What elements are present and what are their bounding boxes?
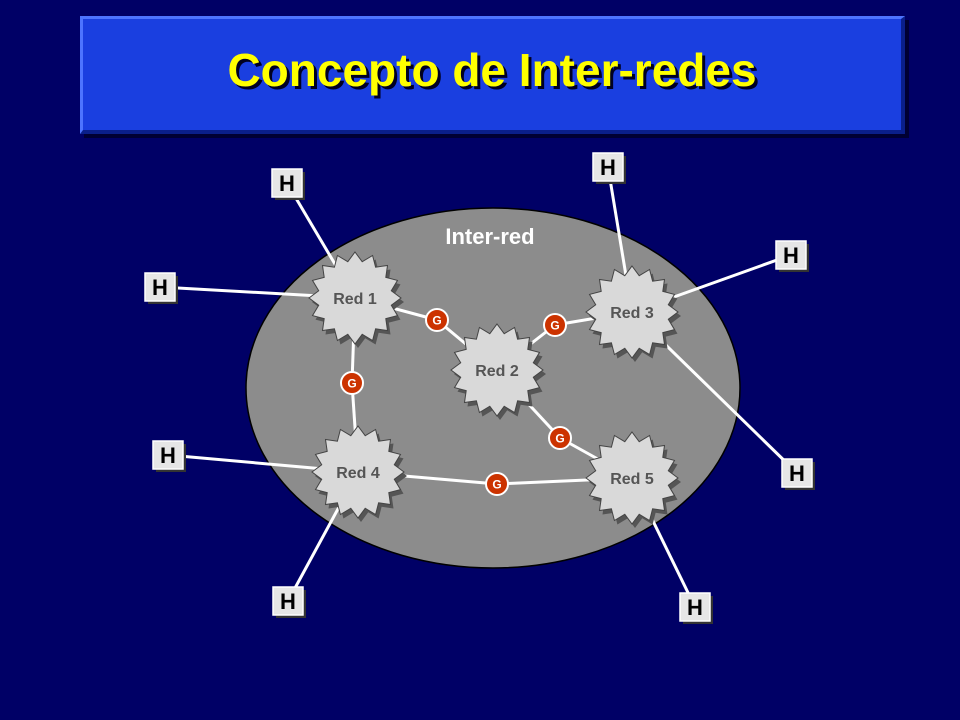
gateway-node: G: [340, 371, 364, 395]
network-cloud: [308, 251, 402, 345]
network-cloud: [311, 425, 405, 519]
network-red2: Red 2: [450, 323, 546, 420]
host-node: H: [271, 168, 305, 200]
host-box: [271, 168, 303, 198]
host-node: H: [781, 458, 815, 490]
gateway-label: G: [347, 377, 356, 391]
host-box: [144, 272, 176, 302]
network-red1: Red 1: [308, 251, 404, 348]
gateway-circle: [340, 371, 364, 395]
host-label: H: [152, 275, 168, 300]
host-node: H: [152, 440, 186, 472]
internet-label: Inter-red: [445, 224, 534, 249]
host-box: [679, 592, 711, 622]
gateway-circle: [485, 472, 509, 496]
network-red4: Red 4: [311, 425, 407, 522]
network-label: Red 5: [610, 471, 654, 488]
network-cloud: [450, 323, 544, 417]
host-box: [775, 240, 807, 270]
host-node: H: [272, 586, 306, 618]
host-node: H: [679, 592, 713, 624]
gateways-layer: G G G G G: [340, 308, 572, 496]
network-label: Red 2: [475, 363, 519, 380]
host-label: H: [160, 443, 176, 468]
network-label: Red 1: [333, 291, 377, 308]
gateway-label: G: [550, 319, 559, 333]
network-red5: Red 5: [585, 431, 681, 528]
networks-layer: Red 1 Red 2 Red 3 Red 4 Red 5: [308, 251, 681, 528]
host-box: [272, 586, 304, 616]
host-label: H: [783, 243, 799, 268]
host-box: [152, 440, 184, 470]
gateway-node: G: [485, 472, 509, 496]
page-title: Concepto de Inter-redes: [227, 43, 757, 96]
host-node: H: [592, 152, 626, 184]
network-red3: Red 3: [585, 265, 681, 362]
gateway-node: G: [543, 313, 567, 337]
gateway-node: G: [548, 426, 572, 450]
host-node: H: [775, 240, 809, 272]
host-box: [781, 458, 813, 488]
host-label: H: [279, 171, 295, 196]
hosts-layer: H H H H H H H H: [144, 152, 815, 624]
host-label: H: [600, 155, 616, 180]
gateway-label: G: [492, 478, 501, 492]
gateway-label: G: [432, 314, 441, 328]
host-label: H: [280, 589, 296, 614]
host-label: H: [687, 595, 703, 620]
network-label: Red 4: [336, 465, 380, 482]
network-label: Red 3: [610, 305, 654, 322]
gateway-circle: [425, 308, 449, 332]
gateway-circle: [548, 426, 572, 450]
gateway-label: G: [555, 432, 564, 446]
network-cloud: [585, 265, 679, 359]
network-cloud: [585, 431, 679, 525]
gateway-circle: [543, 313, 567, 337]
host-node: H: [144, 272, 178, 304]
gateway-node: G: [425, 308, 449, 332]
host-label: H: [789, 461, 805, 486]
title-banner: Concepto de Inter-redes: [80, 16, 905, 134]
host-box: [592, 152, 624, 182]
